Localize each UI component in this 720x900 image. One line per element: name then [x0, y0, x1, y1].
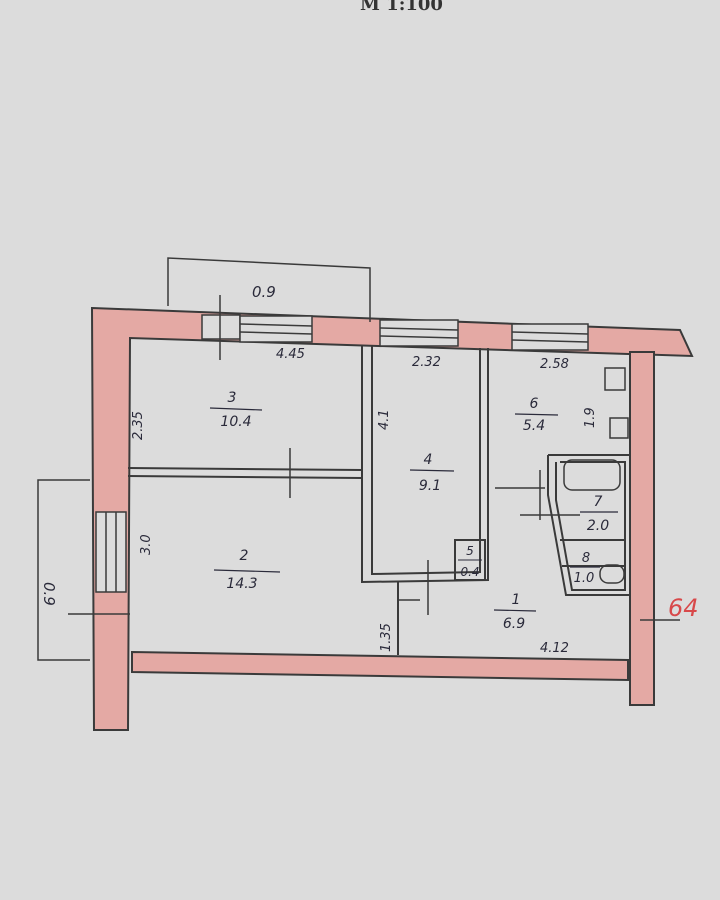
dim-top-window: 0.9: [252, 283, 276, 301]
room-3-number: 3: [228, 390, 237, 406]
room-2-number: 2: [240, 548, 249, 564]
room-3: 3 10.4: [209, 390, 263, 430]
dim-room4-depth: 4.1: [377, 409, 392, 430]
dim-room6-width: 2.58: [540, 357, 569, 372]
room-6: 6 5.4: [514, 396, 559, 434]
dim-room2-depth: 3.0: [139, 534, 154, 555]
room-8-number: 8: [582, 551, 590, 566]
room-3-area: 10.4: [220, 414, 251, 430]
top-windows: [201, 314, 589, 351]
room-5-number: 5: [466, 544, 474, 558]
room-2: 2 14.3: [213, 548, 281, 592]
room-1: 1 6.9: [493, 592, 537, 632]
room-7-number: 7: [594, 494, 603, 510]
room-7: 7 2.0: [580, 494, 618, 534]
room-8: 8 1.0: [570, 551, 600, 586]
room-7-area: 2.0: [587, 518, 609, 534]
dim-room3-width: 4.45: [276, 347, 305, 362]
dim-left-window: 0.9: [40, 582, 58, 606]
room-1-area: 6.9: [503, 616, 525, 632]
room-6-area: 5.4: [523, 418, 545, 434]
left-window: [95, 511, 127, 593]
room-6-number: 6: [530, 396, 539, 412]
room-5-area: 0.4: [460, 565, 479, 579]
door-marks: [68, 295, 680, 621]
dim-corridor-bottom: 4.12: [540, 641, 569, 656]
room-5: 5 0.4: [458, 544, 482, 579]
scale-label: М 1:100: [360, 0, 443, 15]
dim-room6-depth: 1.9: [583, 407, 598, 428]
room-4-number: 4: [424, 452, 433, 468]
room-4: 4 9.1: [409, 452, 455, 494]
dimension-labels: 0.9 4.45 2.32 2.58 2.35 3.0 4.1 1.9 0.9 …: [40, 283, 598, 656]
dim-room4-width: 2.32: [412, 355, 441, 370]
dim-room3-depth: 2.35: [131, 411, 146, 440]
outer-walls: [90, 306, 694, 731]
room-8-area: 1.0: [574, 571, 595, 586]
dim-corridor-small: 1.35: [379, 623, 394, 652]
room-2-area: 14.3: [226, 576, 257, 592]
fixtures: [563, 367, 629, 584]
room-4-area: 9.1: [419, 478, 441, 494]
room-1-number: 1: [512, 592, 521, 608]
apartment-number: 64: [668, 594, 699, 622]
dimension-frames: [37, 257, 371, 661]
interior-walls: [127, 346, 630, 655]
room-labels: 3 10.4 2 14.3 4 9.1 5 0.4 6 5.4 7 2.0: [209, 390, 618, 632]
